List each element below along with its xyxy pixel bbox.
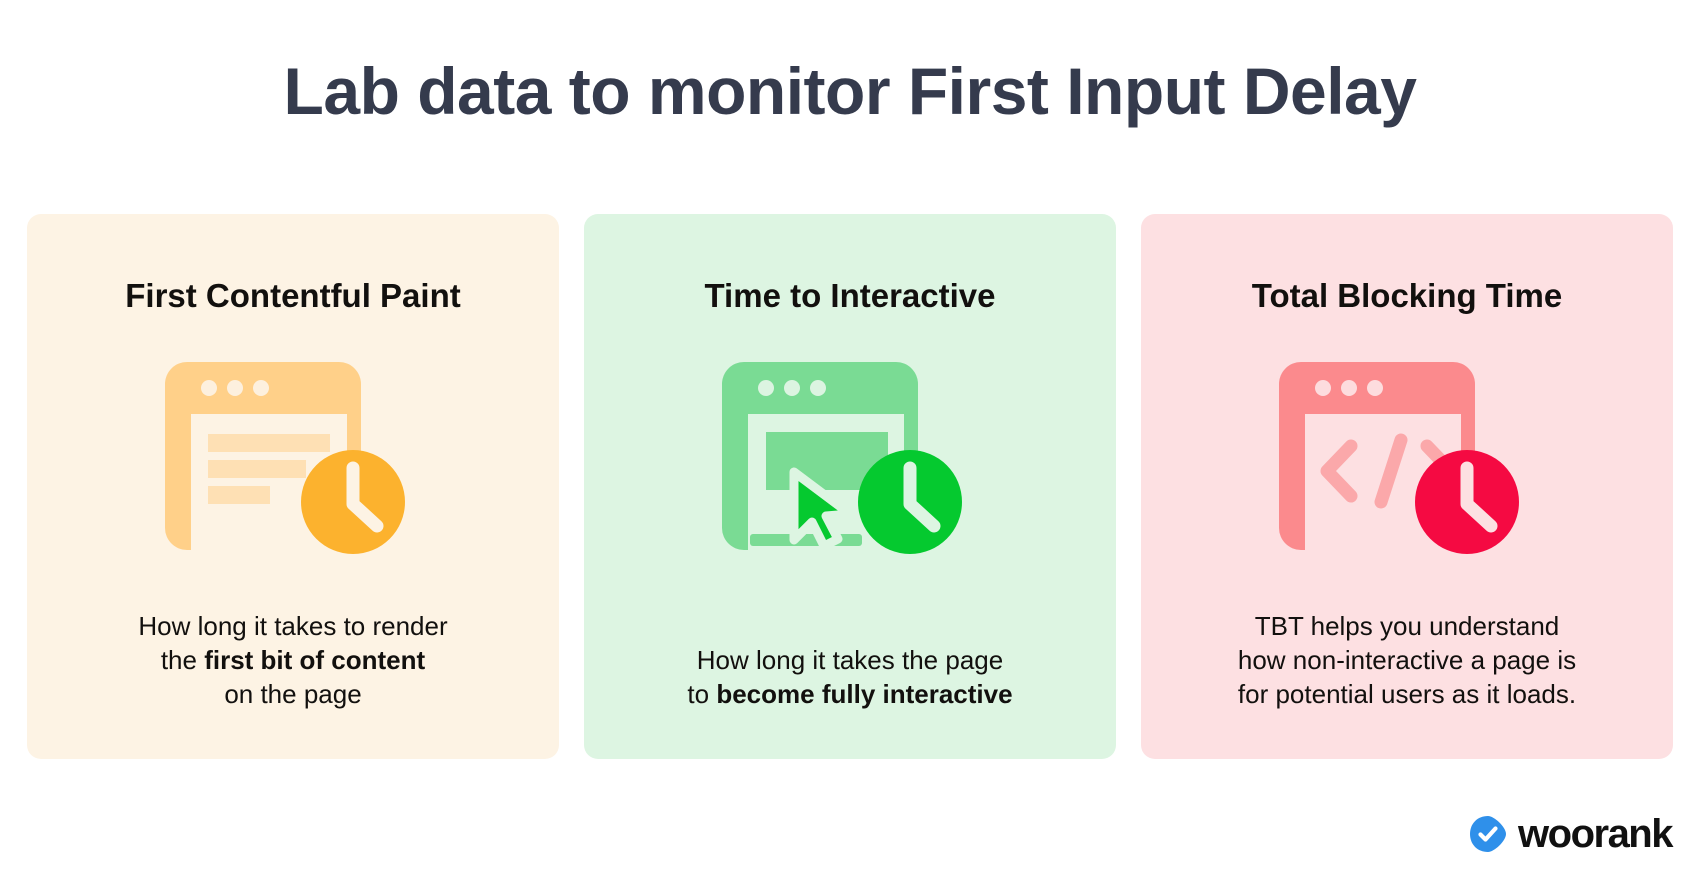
desc-line-bold: become fully interactive bbox=[716, 679, 1013, 709]
desc-line: on the page bbox=[224, 679, 362, 709]
card-title-total-blocking-time: Total Blocking Time bbox=[1251, 277, 1563, 314]
desc-line: TBT helps you understand bbox=[1254, 611, 1560, 641]
page-title: Lab data to monitor First Input Delay bbox=[283, 54, 1417, 128]
browser-cursor-clock-icon bbox=[720, 356, 980, 556]
metric-cards-row: First Contentful Paint bbox=[27, 214, 1673, 759]
card-description-time-to-interactive: How long it takes the page to become ful… bbox=[584, 643, 1116, 711]
card-title-first-contentful-paint: First Contentful Paint bbox=[125, 277, 461, 314]
desc-line: the bbox=[160, 645, 205, 675]
card-first-contentful-paint: First Contentful Paint bbox=[27, 214, 559, 759]
desc-line: How long it takes the page bbox=[696, 645, 1004, 675]
browser-content-clock-icon bbox=[163, 356, 423, 556]
woorank-wordmark: woorank bbox=[1518, 812, 1673, 856]
desc-line: to bbox=[687, 679, 717, 709]
browser-code-clock-icon bbox=[1277, 356, 1537, 556]
woorank-check-badge-icon bbox=[1470, 816, 1507, 852]
desc-line: for potential users as it loads. bbox=[1237, 679, 1577, 709]
card-total-blocking-time: Total Blocking Time bbox=[1141, 214, 1673, 759]
desc-line: How long it takes to render bbox=[138, 611, 448, 641]
woorank-logo: woorank bbox=[1468, 812, 1673, 856]
card-time-to-interactive: Time to Interactive bbox=[584, 214, 1116, 759]
card-description-total-blocking-time: TBT helps you understand how non-interac… bbox=[1141, 609, 1673, 711]
card-title-time-to-interactive: Time to Interactive bbox=[704, 277, 996, 314]
card-description-first-contentful-paint: How long it takes to render the first bi… bbox=[27, 609, 559, 711]
desc-line: how non-interactive a page is bbox=[1237, 645, 1577, 675]
desc-line-bold: first bit of content bbox=[204, 645, 426, 675]
